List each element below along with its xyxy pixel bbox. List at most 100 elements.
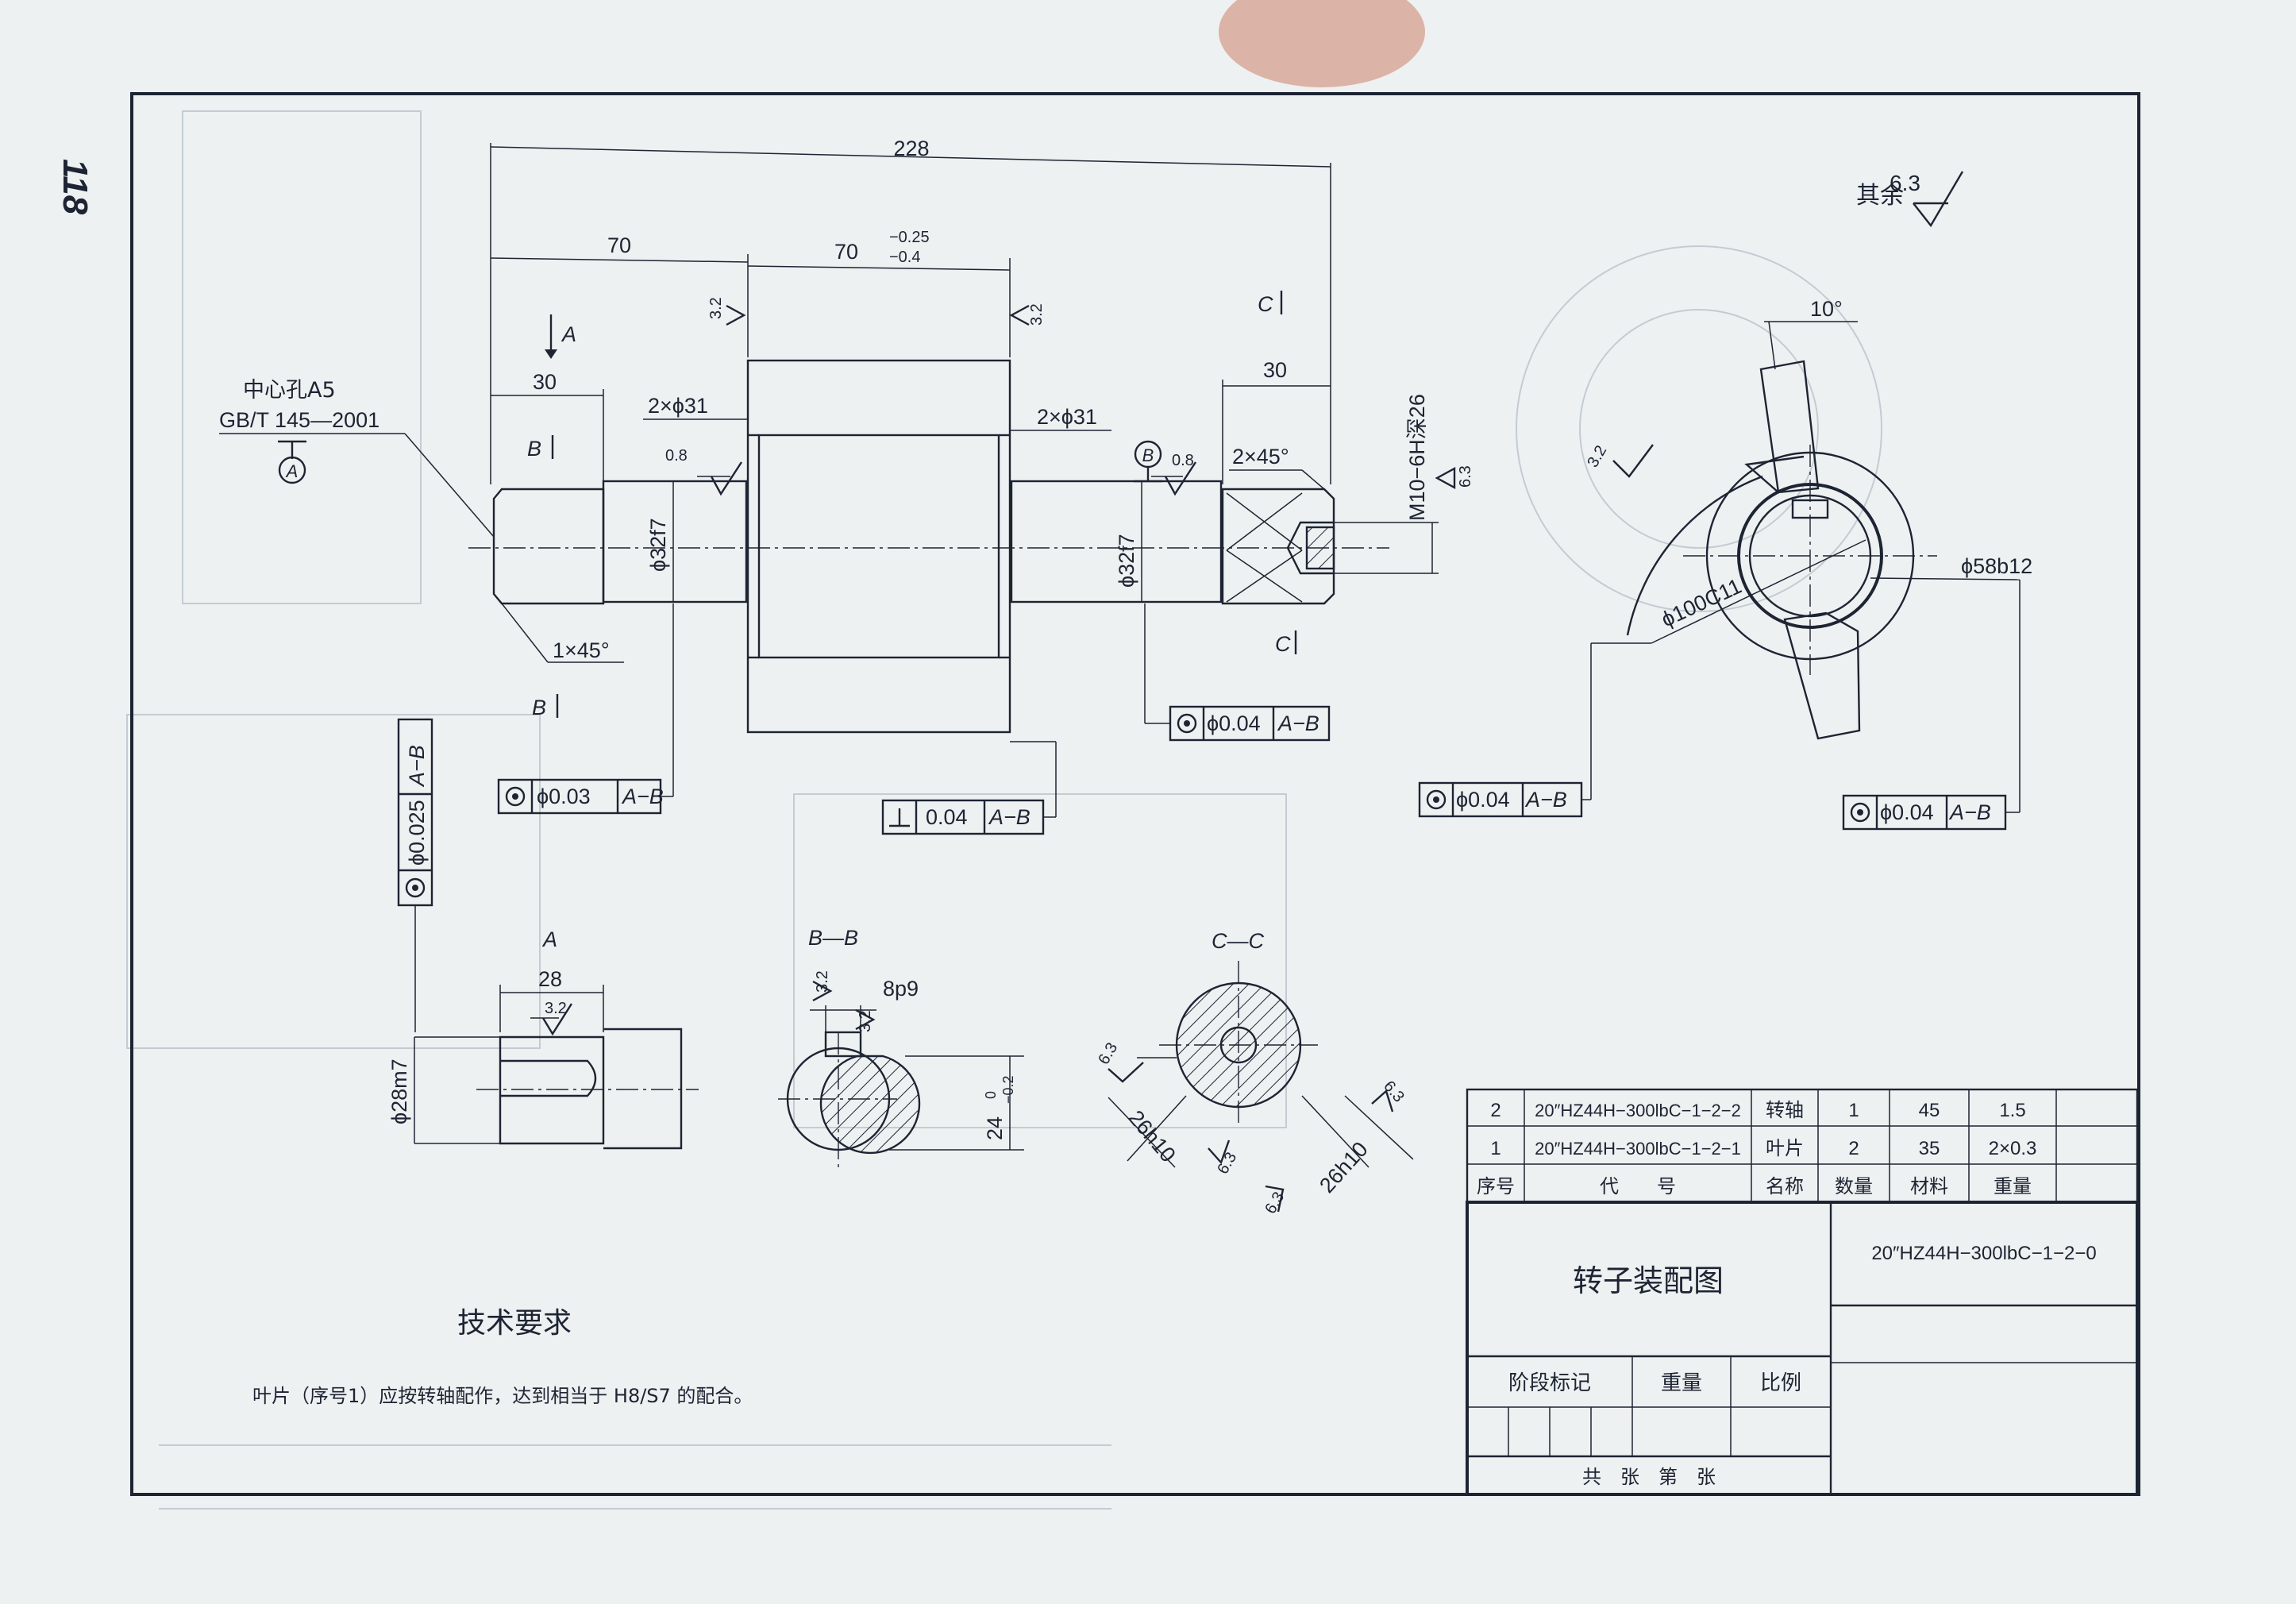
tech-req-title: 技术要求 <box>457 1307 572 1340</box>
key-width-label: 8p9 <box>883 977 919 1001</box>
roughness-icon <box>1612 444 1654 478</box>
dim-middle-tol-lower: −0.4 <box>889 249 920 266</box>
concentricity-icon <box>505 786 526 807</box>
dim-overall-length: 228 <box>893 137 929 160</box>
end-view-angle: 10° <box>1810 297 1843 321</box>
bom-row-1-weight: 2×0.3 <box>1989 1138 2037 1159</box>
page-number: 118 <box>56 159 94 215</box>
section-bb-tol-upper: 0 <box>983 1091 999 1099</box>
roughness-icon <box>726 304 746 326</box>
roughness-icon <box>710 461 743 496</box>
bom-header-code: 代 号 <box>1600 1175 1676 1197</box>
datum-a-symbol <box>278 456 306 484</box>
end-view-tolerances: ϕ0.04 A−B ϕ0.04 A−B <box>1418 580 2021 831</box>
impeller-body <box>757 434 1000 659</box>
end-tol-left-ref: A−B <box>1524 788 1567 812</box>
flat-cross-mark <box>1226 492 1303 603</box>
roughness-icon <box>541 1003 573 1036</box>
fingertip <box>1219 0 1425 87</box>
datum-b-letter: B <box>1142 445 1154 465</box>
view-a-dia: ϕ28m7 <box>387 1059 411 1124</box>
section-cc-title: C—C <box>1212 929 1264 953</box>
bom-row-1-no: 1 <box>1490 1138 1500 1159</box>
dim-middle-tol-upper: −0.25 <box>889 229 930 246</box>
drawing-number: 20″HZ44H−300lbC−1−2−0 <box>1871 1243 2096 1264</box>
roughness-icon <box>1435 466 1456 490</box>
concentricity-icon <box>1850 802 1870 823</box>
end-tol-left-value: ϕ0.04 <box>1456 788 1510 812</box>
dim-right-step: 30 <box>1263 358 1287 382</box>
roughness-icon <box>1164 461 1197 496</box>
impeller-arc <box>1626 475 1763 636</box>
bom-row-2-no: 2 <box>1490 1100 1500 1121</box>
roughness-63: 6.3 <box>1457 465 1474 488</box>
tolerance-frames: ϕ0.03 A−B 0.04 A−B ϕ0.04 A−B <box>397 603 1331 1032</box>
tolerance-perpendicularity: 0.04 A−B <box>881 741 1057 835</box>
bom-row-2-name: 转轴 <box>1766 1099 1804 1121</box>
view-a-keyway <box>500 1059 597 1097</box>
roughness-08-left: 0.8 <box>665 447 688 465</box>
roughness-icon <box>812 980 833 1002</box>
bom-header-material: 材料 <box>1910 1175 1948 1197</box>
dia-outer-label: ϕ58b12 <box>1961 554 2032 578</box>
scale-label: 比例 <box>1760 1371 1801 1395</box>
view-a-roughness: 3.2 <box>545 1000 567 1017</box>
title-block: 转子装配图 20″HZ44H−300lbC−1−2−0 阶段标记 重量 比例 共… <box>1466 1201 2139 1496</box>
bom-row-1-qty: 2 <box>1848 1138 1859 1159</box>
bom-row-2-code: 20″HZ44H−300lbC−1−2−2 <box>1535 1101 1741 1120</box>
section-bb-hatch <box>819 1055 921 1155</box>
groove-left: 2×ϕ31 <box>648 394 708 418</box>
bom-row-1-code: 20″HZ44H−300lbC−1−2−1 <box>1535 1139 1741 1159</box>
bom-header-weight: 重量 <box>1994 1175 2032 1197</box>
roughness-08-right: 0.8 <box>1172 452 1194 469</box>
section-c-mark-top: C <box>1258 292 1273 316</box>
concentricity-icon <box>1426 789 1447 810</box>
bom-table: 2 20″HZ44H−300lbC−1−2−2 转轴 1 45 1.5 1 20… <box>1466 1088 2139 1204</box>
tolerance-end-right: ϕ0.04 A−B <box>1842 580 2021 831</box>
center-hole-standard: GB/T 145—2001 <box>219 408 379 432</box>
tol-vertical-ref: A−B <box>405 745 429 788</box>
weight-label: 重量 <box>1661 1371 1702 1395</box>
chamfer-left: 1×45° <box>553 638 610 662</box>
shaft-right-journal <box>1010 480 1223 603</box>
bom-row-1-name: 叶片 <box>1766 1137 1804 1159</box>
tolerance-runout-left: ϕ0.03 A−B <box>497 603 674 815</box>
general-roughness-value: 6.3 <box>1890 171 1920 195</box>
section-bb-rough-2: 3.2 <box>857 1010 874 1032</box>
section-b-mark-bottom: B <box>532 696 546 719</box>
shaft-dia-right: ϕ32f7 <box>1115 534 1138 588</box>
section-bb-keyway <box>824 1031 862 1058</box>
reverse-page-bleed <box>126 110 1882 1510</box>
concentricity-icon <box>1177 713 1197 734</box>
bom-row-2-material: 45 <box>1919 1100 1940 1121</box>
section-bb-title: B—B <box>808 926 858 950</box>
end-tol-right-ref: A−B <box>1948 800 1991 824</box>
roughness-icon <box>1371 1089 1394 1112</box>
blade-top <box>1759 360 1820 494</box>
roughness-32-a: 3.2 <box>707 297 725 319</box>
concentricity-icon <box>405 877 426 898</box>
view-a: A 28 3.2 ϕ28m7 <box>387 927 699 1150</box>
roughness-icon <box>855 1008 876 1031</box>
drawing-frame <box>130 92 2140 1496</box>
thread-callout: M10−6H深26 <box>1405 394 1429 521</box>
view-a-shaft-end <box>499 1035 605 1145</box>
stage-mark-label: 阶段标记 <box>1508 1371 1591 1395</box>
tech-req-note: 叶片（序号1）应按转轴配作，达到相当于 H8/S7 的配合。 <box>252 1385 753 1407</box>
section-bb-depth: 24 <box>983 1116 1007 1140</box>
section-bb: B—B 8p9 3.2 3.2 24 0 −0.2 <box>778 926 1024 1167</box>
tech-requirements: 技术要求 叶片（序号1）应按转轴配作，达到相当于 H8/S7 的配合。 <box>252 1307 753 1407</box>
tol-runout-left-ref: A−B <box>621 785 664 808</box>
groove-right: 2×ϕ31 <box>1037 405 1097 429</box>
threaded-hole <box>1286 521 1334 575</box>
center-hole-label: 中心孔A5 <box>243 378 336 403</box>
thread-hatch <box>1305 526 1335 570</box>
section-c-mark-bottom: C <box>1275 632 1291 656</box>
shaft-left-journal <box>602 480 748 603</box>
section-bb-tol-lower: −0.2 <box>1000 1075 1016 1104</box>
sheet-label: 共 张 第 张 <box>1582 1466 1716 1488</box>
tolerance-vertical: ϕ0.025 A−B <box>397 718 433 1032</box>
tol-perp-ref: A−B <box>988 805 1031 829</box>
